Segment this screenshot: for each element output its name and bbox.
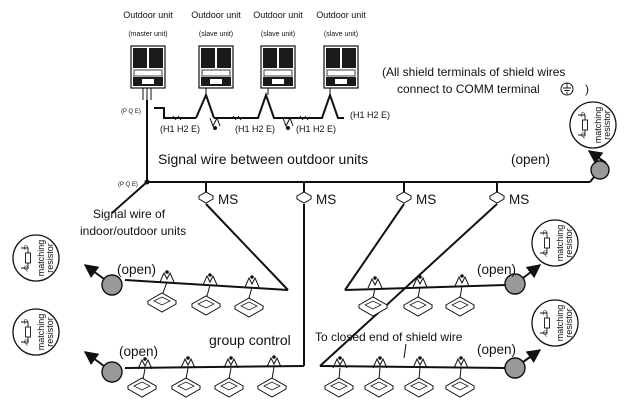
unit-subtitle: (master unit) bbox=[128, 31, 167, 38]
shield-note-close: ) bbox=[585, 82, 589, 96]
indoor-group-upper-right bbox=[344, 264, 542, 317]
unit-title: Outdoor unit bbox=[253, 10, 303, 20]
matching-resistor-right-1: P Q matching resistor bbox=[531, 219, 579, 267]
matching-resistor-left-2: P Q matching resistor bbox=[12, 308, 60, 356]
indoor-unit bbox=[171, 377, 201, 398]
shield-note-line2: connect to COMM terminal bbox=[397, 82, 540, 96]
label-signal-outdoor: Signal wire between outdoor units bbox=[158, 151, 368, 167]
open-label-left-1: (open) bbox=[117, 262, 156, 277]
open-label-right-2: (open) bbox=[477, 342, 516, 357]
resistor-q: Q bbox=[24, 340, 29, 346]
ms-label-1: MS bbox=[218, 192, 238, 207]
indoor-unit bbox=[404, 377, 434, 398]
resistor-line2: resistor bbox=[45, 243, 55, 273]
resistor-line2: resistor bbox=[45, 317, 55, 347]
resistor-line1: matching bbox=[36, 314, 46, 351]
ms-label-3: MS bbox=[416, 192, 436, 207]
indoor-unit bbox=[147, 292, 177, 313]
ms-label-4: MS bbox=[509, 192, 529, 207]
main-signal-bus bbox=[111, 100, 595, 367]
resistor-line2: resistor bbox=[602, 110, 612, 140]
resistor-line1: matching bbox=[555, 305, 565, 342]
resistor-p: P bbox=[24, 246, 28, 252]
indoor-unit bbox=[364, 377, 394, 398]
resistor-line2: resistor bbox=[564, 228, 574, 258]
unit-title: Outdoor unit bbox=[316, 10, 366, 20]
unit-subtitle: (slave unit) bbox=[199, 31, 233, 38]
ground-symbol-icon bbox=[560, 82, 574, 96]
indoor-unit bbox=[358, 296, 388, 317]
indoor-unit bbox=[403, 296, 433, 317]
ms-box-3 bbox=[396, 191, 412, 204]
open-end-top-right bbox=[587, 150, 610, 180]
resistor-p: P bbox=[581, 113, 585, 119]
outdoor-unit-slave-2: Outdoor unit (slave unit) bbox=[253, 10, 303, 89]
matching-resistor-left-1: P Q matching resistor bbox=[12, 234, 60, 282]
unit-title: Outdoor unit bbox=[191, 10, 241, 20]
ms-box-2 bbox=[296, 191, 312, 204]
resistor-line1: matching bbox=[555, 225, 565, 262]
label-closed-end: To closed end of shield wire bbox=[315, 330, 463, 344]
label-signal-indoor-2: indoor/outdoor units bbox=[80, 224, 186, 238]
indoor-group-lower-right bbox=[319, 349, 542, 398]
indoor-unit bbox=[324, 377, 354, 398]
resistor-p: P bbox=[543, 311, 547, 317]
unit-subtitle: (slave unit) bbox=[324, 31, 358, 38]
outdoor-unit-slave-3: Outdoor unit (slave unit) bbox=[316, 10, 366, 89]
terminal-h1h2e-2: (H1 H2 E) bbox=[235, 124, 275, 134]
indoor-unit bbox=[445, 377, 475, 398]
ms-box-1 bbox=[198, 191, 214, 204]
resistor-line2: resistor bbox=[564, 308, 574, 338]
indoor-unit bbox=[191, 295, 221, 316]
indoor-unit bbox=[214, 377, 244, 398]
matching-resistor-right-2: P Q matching resistor bbox=[531, 299, 579, 347]
indoor-unit bbox=[234, 297, 264, 318]
indoor-unit bbox=[127, 377, 157, 398]
open-label-top-right: (open) bbox=[511, 152, 550, 167]
terminal-h1h2e-3: (H1 H2 E) bbox=[296, 124, 336, 134]
terminal-h1h2e-1: (H1 H2 E) bbox=[160, 124, 200, 134]
indoor-unit bbox=[257, 377, 287, 398]
resistor-line1: matching bbox=[36, 240, 46, 277]
unit-title: Outdoor unit bbox=[123, 10, 173, 20]
resistor-p: P bbox=[24, 320, 28, 326]
open-label-left-2: (open) bbox=[119, 344, 158, 359]
resistor-q: Q bbox=[581, 133, 586, 139]
shield-note-line1: (All shield terminals of shield wires bbox=[382, 65, 565, 79]
ms-box-4 bbox=[489, 191, 505, 204]
label-signal-indoor-1: Signal wire of bbox=[93, 207, 166, 221]
terminal-h1h2e-4: (H1 H2 E) bbox=[350, 110, 390, 120]
resistor-line1: matching bbox=[593, 107, 603, 144]
terminal-pqe-top: (P Q E) bbox=[121, 109, 141, 115]
resistor-q: Q bbox=[543, 331, 548, 337]
indoor-unit bbox=[445, 296, 475, 317]
terminal-pqe-mid: (P Q E) bbox=[118, 182, 138, 188]
unit-subtitle: (slave unit) bbox=[261, 31, 295, 38]
open-label-right-1: (open) bbox=[477, 262, 516, 277]
matching-resistor-top-right: P Q matching resistor bbox=[569, 101, 617, 149]
ms-label-2: MS bbox=[316, 192, 336, 207]
label-group-control: group control bbox=[209, 332, 291, 348]
outdoor-signal-wiring bbox=[142, 88, 344, 130]
outdoor-unit-master: Outdoor unit (master unit) bbox=[123, 10, 173, 89]
indoor-group-lower-left bbox=[83, 351, 305, 398]
resistor-q: Q bbox=[543, 251, 548, 257]
indoor-group-upper-left bbox=[83, 264, 289, 318]
resistor-p: P bbox=[543, 231, 547, 237]
resistor-q: Q bbox=[24, 266, 29, 272]
outdoor-unit-slave-1: Outdoor unit (slave unit) bbox=[191, 10, 241, 89]
